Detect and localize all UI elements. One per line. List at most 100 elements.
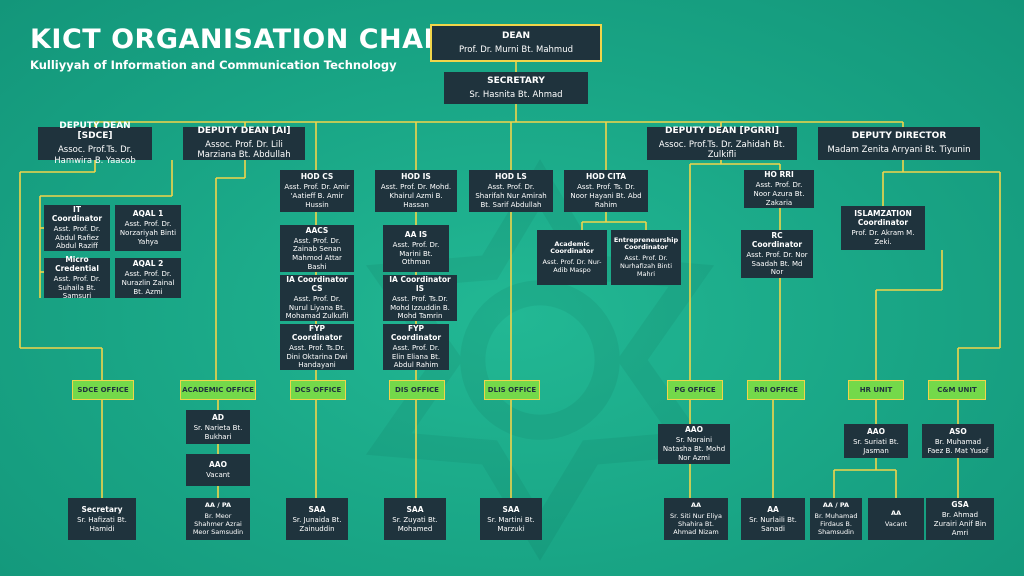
node-title: AA (690, 500, 702, 509)
node-name: Br. Meor Shahmer Azrai Meor Samsudin (192, 511, 244, 536)
node-name: Sr. Suriati Bt. Jasman (853, 437, 899, 455)
node-name: Sr. Martini Bt. Marzuki (487, 515, 535, 533)
node-title: Entrepreneurship Coordinator (613, 235, 679, 252)
node-name: Sr. Siti Nur Eliya Shahira Bt. Ahmad Niz… (670, 511, 722, 536)
node-name: Asst. Prof. Dr. Norzariyah Binti Yahya (119, 220, 177, 246)
node-title: AQAL 1 (132, 209, 164, 219)
node-title: IA Coordinator CS (286, 274, 348, 293)
node-title: AACS (305, 225, 329, 235)
node-title: AD (211, 412, 225, 422)
node-title: HO RRI (764, 170, 794, 180)
node-name: Br. Muhamad Firdaus B. Shamsudin (814, 511, 858, 536)
node-aapa-acad: AA / PA Br. Meor Shahmer Azrai Meor Samsu… (186, 498, 250, 540)
node-name: Asst. Prof. Ts.Dr. Mohd Izzuddin B. Mohd… (390, 294, 450, 321)
node-dd-ai: DEPUTY DEAN [AI] Assoc. Prof. Dr. Lili Ma… (183, 125, 305, 161)
node-title: AA IS (404, 229, 428, 239)
node-name: Asst. Prof. Dr. Nurul Liyana Bt. Mohamad… (285, 294, 349, 321)
node-name: Asst. Prof. Dr. Nurhafizah Binti Mahri (619, 254, 673, 279)
node-title: DEAN (501, 30, 531, 41)
node-aa-pg: AA Sr. Siti Nur Eliya Shahira Bt. Ahmad N… (664, 498, 728, 540)
page-subtitle: Kulliyyah of Information and Communicati… (30, 58, 397, 72)
node-dean: DEAN Prof. Dr. Murni Bt. Mahmud (430, 24, 602, 62)
office-dis: DIS OFFICE (389, 380, 445, 400)
node-title: AAO (685, 425, 703, 435)
node-name: Asst. Prof. Ts. Dr. Noor Hayani Bt. Abd … (570, 183, 642, 209)
node-name: Asst. Prof. Dr. Noor Azura Bt. Zakaria (753, 181, 805, 207)
node-name: Sr. Narieta Bt. Bukhari (193, 423, 243, 441)
node-title: Secretary (81, 504, 123, 514)
node-title: SECRETARY (487, 75, 545, 86)
node-title: ISLAMZATION Coordinator (854, 209, 912, 228)
node-name: Asst. Prof. Dr. Nurazlin Zainal Bt. Azmi (121, 270, 175, 296)
node-title: DEPUTY DEAN [SDCE] (59, 120, 131, 142)
node-name: Asst. Prof. Dr. Marini Bt. Othman (392, 240, 440, 267)
node-name: Assoc. Prof.Ts. Dr. Hamwira B. Yaacob (54, 145, 136, 166)
office-hr: HR UNIT (848, 380, 904, 400)
node-title: AAO (867, 426, 885, 436)
node-title: DEPUTY DEAN [PGRRI] (665, 125, 779, 136)
node-name: Assoc. Prof. Dr. Lili Marziana Bt. Abdul… (197, 139, 291, 161)
node-title: IT Coordinator (51, 204, 103, 223)
node-title: SAA (502, 504, 520, 514)
node-title: ASO (949, 426, 967, 436)
node-name: Vacant (884, 519, 908, 528)
node-title: AQAL 2 (132, 259, 164, 269)
office-rri: RRI OFFICE (747, 380, 805, 400)
node-name: Prof. Dr. Murni Bt. Mahmud (458, 44, 573, 55)
office-sdce: SDCE OFFICE (72, 380, 134, 400)
node-title: DEPUTY DIRECTOR (851, 131, 947, 142)
node-title: HOD CITA (585, 172, 627, 182)
node-name: Madam Zenita Arryani Bt. Tiyunin (827, 145, 971, 156)
node-dd-sdce: DEPUTY DEAN [SDCE] Assoc. Prof.Ts. Dr. Ha… (38, 121, 152, 166)
node-title: AA / PA (822, 500, 850, 509)
node-title: FYP Coordinator (291, 323, 343, 342)
node-name: Asst. Prof. Dr. Nor Saadah Bt. Md Nor (746, 250, 808, 277)
office-cm: C&M UNIT (928, 380, 986, 400)
node-title: SAA (406, 504, 424, 514)
node-title: AAO (209, 460, 227, 470)
node-name: Sr. Zuyati Bt. Mohamed (392, 515, 438, 533)
node-name: Asst. Prof. Dr. Abdul Rafiez Abdul Razif… (53, 224, 101, 251)
node-title: AA / PA (204, 500, 232, 509)
node-name: Prof. Dr. Akram M. Zeki. (851, 229, 915, 246)
node-name: Asst. Prof. Dr. Sharifah Nur Amirah Bt. … (475, 183, 547, 209)
node-name: Asst. Prof. Dr. Elin Eliana Bt. Abdul Ra… (391, 343, 441, 370)
node-name: Vacant (206, 471, 230, 480)
node-title: IA Coordinator IS (389, 274, 451, 293)
node-title: DEPUTY DEAN [AI] (197, 125, 291, 136)
page-title: KICT ORGANISATION CHART (30, 24, 463, 55)
node-title: HOD IS (401, 172, 431, 182)
node-name: Sr. Noraini Natasha Bt. Mohd Nor Azmi (662, 436, 726, 462)
node-name: Asst. Prof. Dr. Mohd. Khairul Azmi B. Ha… (380, 183, 452, 209)
node-name: Sr. Nurlaili Bt. Sanadi (749, 515, 797, 533)
node-aapa-hr: AA / PA Br. Muhamad Firdaus B. Shamsudin (810, 498, 862, 540)
node-name: Asst. Prof. Dr. Suhaila Bt. Samsuri (53, 274, 101, 301)
node-name: Br. Ahmad Zurairi Anif Bin Amri (933, 511, 987, 537)
node-title: RC Coordinator (751, 230, 803, 249)
